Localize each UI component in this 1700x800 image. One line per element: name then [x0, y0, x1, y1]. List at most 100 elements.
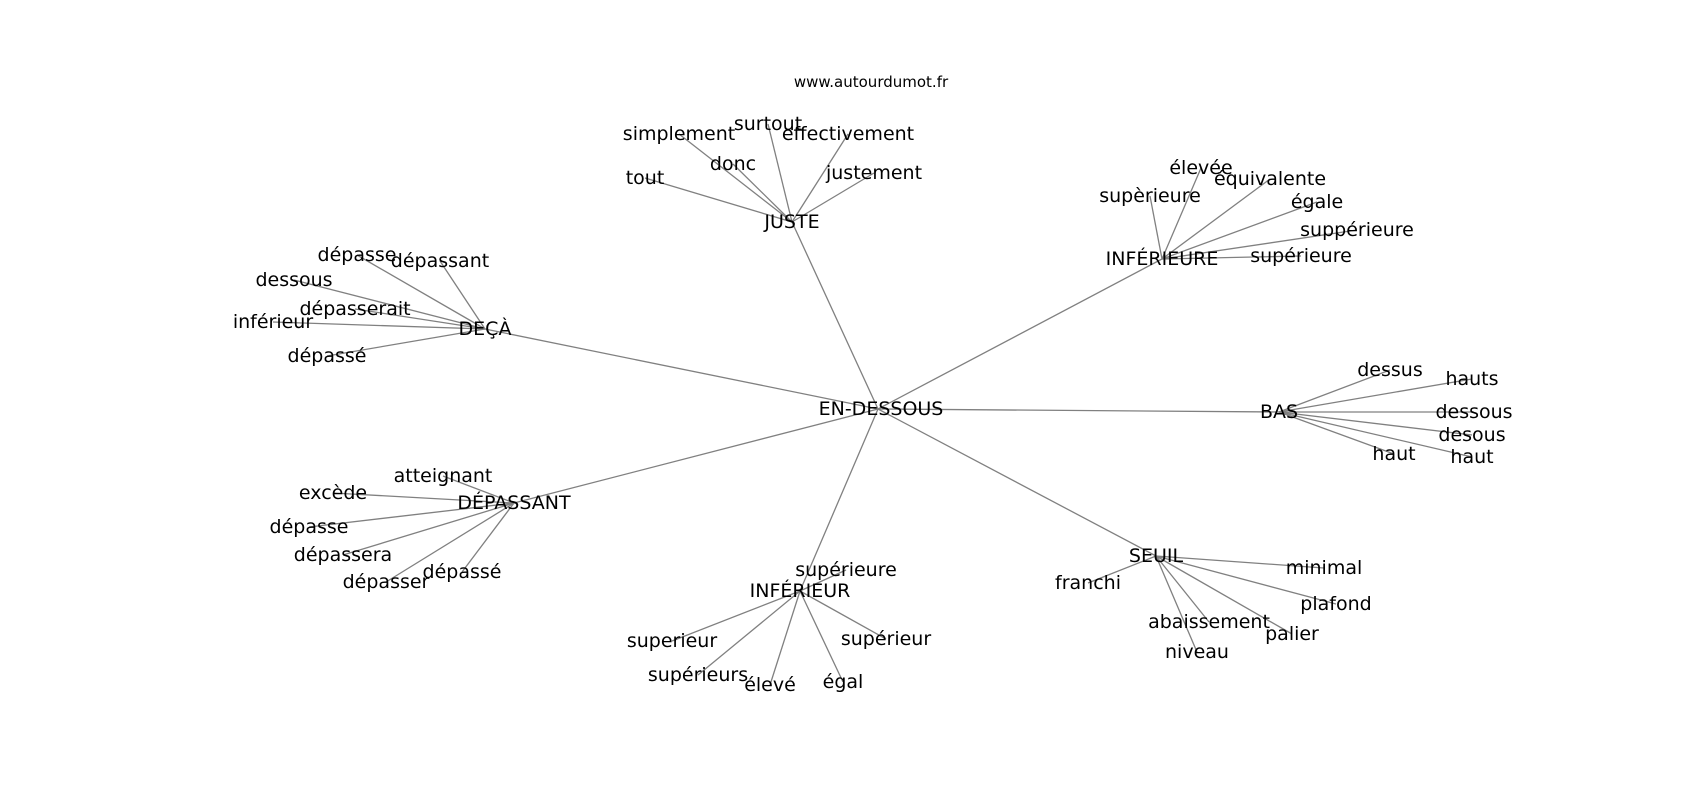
- hub-node: BAS: [1260, 401, 1298, 423]
- word-node: franchi: [1055, 572, 1121, 594]
- word-node: hauts: [1445, 368, 1498, 390]
- edge-hub-to-word: [799, 569, 847, 592]
- word-node: justement: [825, 162, 922, 184]
- word-node: suppérieure: [1300, 219, 1414, 241]
- word-node: dépassant: [391, 250, 489, 272]
- edges-layer: [272, 123, 1474, 686]
- edge-center-to-hub: [799, 408, 879, 592]
- word-node: palier: [1265, 623, 1319, 645]
- edge-hub-to-word: [799, 590, 844, 683]
- word-node: supérieure: [795, 559, 897, 581]
- word-node: égale: [1291, 191, 1343, 213]
- edge-hub-to-word: [332, 492, 515, 504]
- word-node: supérieure: [1250, 245, 1352, 267]
- edge-hub-to-word: [442, 475, 515, 504]
- edge-hub-to-word: [308, 502, 515, 528]
- edge-hub-to-word: [439, 260, 486, 330]
- edge-hub-to-word: [342, 502, 515, 556]
- hub-node: DÉPASSANT: [457, 491, 571, 514]
- word-node: haut: [1450, 446, 1493, 468]
- edge-hub-to-word: [385, 502, 515, 583]
- edge-hub-to-word: [461, 502, 515, 573]
- edge-hub-to-word: [799, 590, 887, 640]
- word-node: dessus: [1357, 359, 1423, 381]
- hub-node: DEÇÀ: [459, 317, 512, 340]
- edge-center-to-hub: [513, 408, 879, 504]
- word-node: surtout: [734, 113, 802, 135]
- word-node: dépassera: [294, 544, 392, 566]
- word-node: simplement: [623, 123, 735, 145]
- edge-hub-to-word: [1155, 555, 1293, 635]
- word-node: inférieur: [233, 311, 314, 333]
- word-node: dépassé: [423, 561, 502, 583]
- word-node: dépasserait: [299, 298, 410, 320]
- hub-node: SEUIL: [1129, 545, 1184, 567]
- edge-center-to-hub: [484, 328, 879, 410]
- word-node: haut: [1372, 443, 1415, 465]
- edge-hub-to-word: [272, 321, 486, 330]
- hub-node: JUSTE: [763, 211, 819, 233]
- hub-node: INFÉRIEURE: [1106, 247, 1219, 270]
- edge-center-to-hub: [877, 408, 1280, 413]
- edge-hub-to-word: [1087, 555, 1157, 584]
- edge-hub-to-word: [326, 328, 486, 357]
- edge-hub-to-word: [791, 172, 875, 223]
- edge-hub-to-word: [1278, 411, 1473, 458]
- word-node: dessous: [1435, 401, 1512, 423]
- word-node: dépasse: [318, 244, 397, 266]
- edge-hub-to-word: [1155, 555, 1198, 653]
- word-node: superieur: [627, 630, 718, 652]
- edge-hub-to-word: [293, 279, 486, 330]
- word-node: plafond: [1300, 593, 1371, 615]
- edge-hub-to-word: [1149, 195, 1163, 260]
- edge-hub-to-word: [644, 177, 793, 223]
- edge-hub-to-word: [1161, 255, 1302, 260]
- source-label: www.autourdumot.fr: [794, 73, 949, 91]
- word-node: équivalente: [1214, 168, 1326, 190]
- edge-hub-to-word: [354, 308, 486, 330]
- word-node: dépassé: [288, 345, 367, 367]
- edge-hub-to-word: [791, 133, 849, 223]
- center-node: EN-DESSOUS: [819, 398, 944, 420]
- edge-hub-to-word: [1278, 411, 1473, 436]
- edge-hub-to-word: [1155, 555, 1210, 623]
- edge-hub-to-word: [1278, 369, 1391, 413]
- word-node: minimal: [1286, 557, 1363, 579]
- edge-hub-to-word: [1155, 555, 1325, 569]
- edge-hub-to-word: [1161, 167, 1202, 260]
- edge-center-to-hub: [791, 221, 879, 410]
- edge-center-to-hub: [877, 258, 1163, 410]
- word-node: dépasser: [343, 571, 430, 593]
- word-node: supérieurs: [648, 664, 748, 686]
- word-node: atteignant: [394, 465, 493, 487]
- word-node: niveau: [1165, 641, 1229, 663]
- edge-hub-to-word: [732, 163, 793, 223]
- word-node: supérieur: [841, 628, 932, 650]
- edge-hub-to-word: [1161, 178, 1271, 260]
- edge-hub-to-word: [1278, 378, 1473, 413]
- edge-hub-to-word: [1278, 411, 1395, 455]
- word-node: élevée: [1169, 157, 1232, 179]
- edge-hub-to-word: [1155, 555, 1337, 605]
- word-node: supèrieure: [1099, 185, 1201, 207]
- edge-hub-to-word: [1161, 201, 1318, 260]
- word-node: dépasse: [270, 516, 349, 538]
- word-node: égal: [823, 671, 864, 693]
- hub-node: INFÉRIEUR: [750, 579, 851, 602]
- edge-hub-to-word: [356, 254, 486, 330]
- word-node: effectivement: [782, 123, 914, 145]
- word-node: desous: [1438, 424, 1505, 446]
- labels-layer: EN-DESSOUS JUSTE simplementsurtouteffectiv…: [233, 113, 1513, 696]
- edge-hub-to-word: [678, 133, 793, 223]
- word-node: abaissement: [1148, 611, 1270, 633]
- edge-hub-to-word: [671, 590, 801, 642]
- edge-center-to-hub: [877, 408, 1157, 557]
- word-node: excède: [299, 482, 367, 504]
- edge-hub-to-word: [769, 590, 801, 686]
- word-node: élevé: [744, 674, 796, 696]
- word-node: tout: [626, 167, 665, 189]
- edge-hub-to-word: [697, 590, 801, 676]
- edge-hub-to-word: [767, 123, 793, 223]
- edge-hub-to-word: [1161, 229, 1358, 260]
